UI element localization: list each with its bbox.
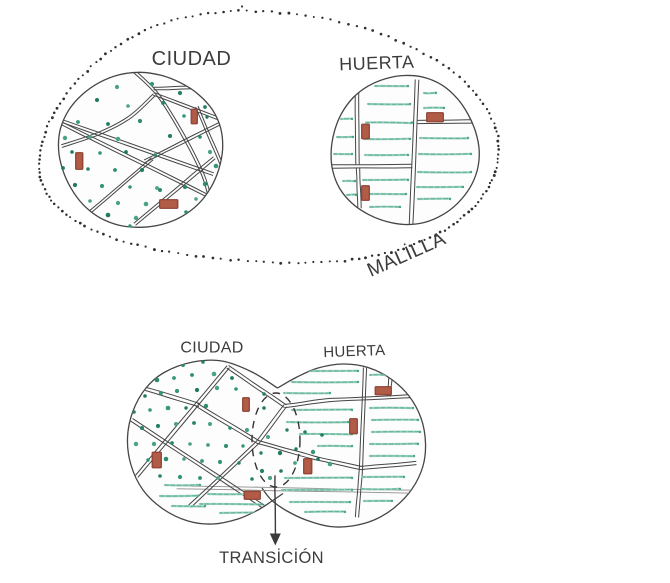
svg-text:TRANSİCİÓN: TRANSİCİÓN	[219, 548, 324, 567]
svg-text:CIUDAD: CIUDAD	[152, 48, 232, 70]
svg-text:HUERTA: HUERTA	[339, 52, 415, 75]
svg-text:CIUDAD: CIUDAD	[180, 340, 243, 357]
svg-text:HUERTA: HUERTA	[323, 342, 386, 361]
